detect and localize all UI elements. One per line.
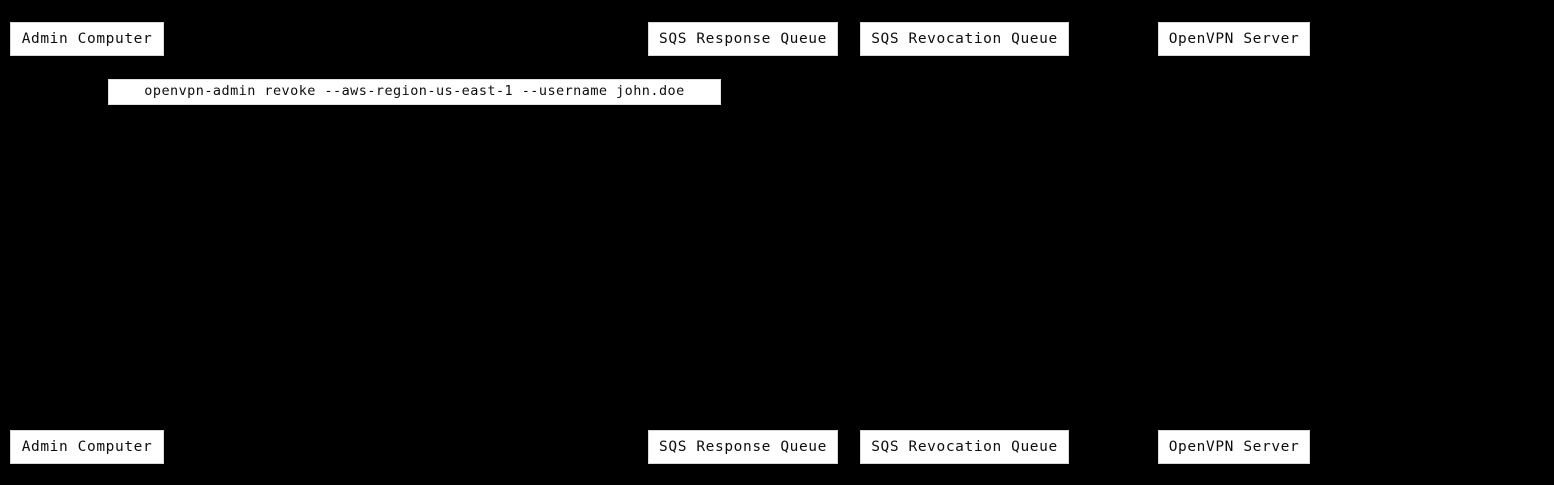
- participant-sqs-revocation-queue[interactable]: SQS Revocation Queue: [860, 22, 1069, 56]
- participant-openvpn-server[interactable]: OpenVPN Server: [1158, 22, 1310, 56]
- participant-foot-sqs-response-queue[interactable]: SQS Response Queue: [648, 430, 838, 464]
- participant-sqs-response-queue[interactable]: SQS Response Queue: [648, 22, 838, 56]
- lifeline-openvpn-server: [1233, 56, 1234, 430]
- lifeline-sqs-revocation-queue: [964, 56, 965, 430]
- participant-label: SQS Response Queue: [659, 30, 827, 47]
- participant-label: OpenVPN Server: [1168, 30, 1300, 47]
- message-label: openvpn-admin revoke --aws-region-us-eas…: [144, 83, 685, 100]
- participant-label: Admin Computer: [21, 30, 153, 47]
- participant-admin-computer[interactable]: Admin Computer: [10, 22, 164, 56]
- message-revoke-command[interactable]: openvpn-admin revoke --aws-region-us-eas…: [108, 79, 721, 105]
- participant-label: SQS Revocation Queue: [871, 438, 1058, 455]
- participant-foot-sqs-revocation-queue[interactable]: SQS Revocation Queue: [860, 430, 1069, 464]
- participant-label: Admin Computer: [21, 438, 153, 455]
- participant-label: SQS Revocation Queue: [871, 30, 1058, 47]
- participant-label: SQS Response Queue: [659, 438, 827, 455]
- lifeline-sqs-response-queue: [742, 56, 743, 430]
- message-arrow-revoke-command: [86, 105, 1233, 106]
- participant-label: OpenVPN Server: [1168, 438, 1300, 455]
- participant-foot-admin-computer[interactable]: Admin Computer: [10, 430, 164, 464]
- lifeline-admin-computer: [86, 56, 87, 430]
- participant-foot-openvpn-server[interactable]: OpenVPN Server: [1158, 430, 1310, 464]
